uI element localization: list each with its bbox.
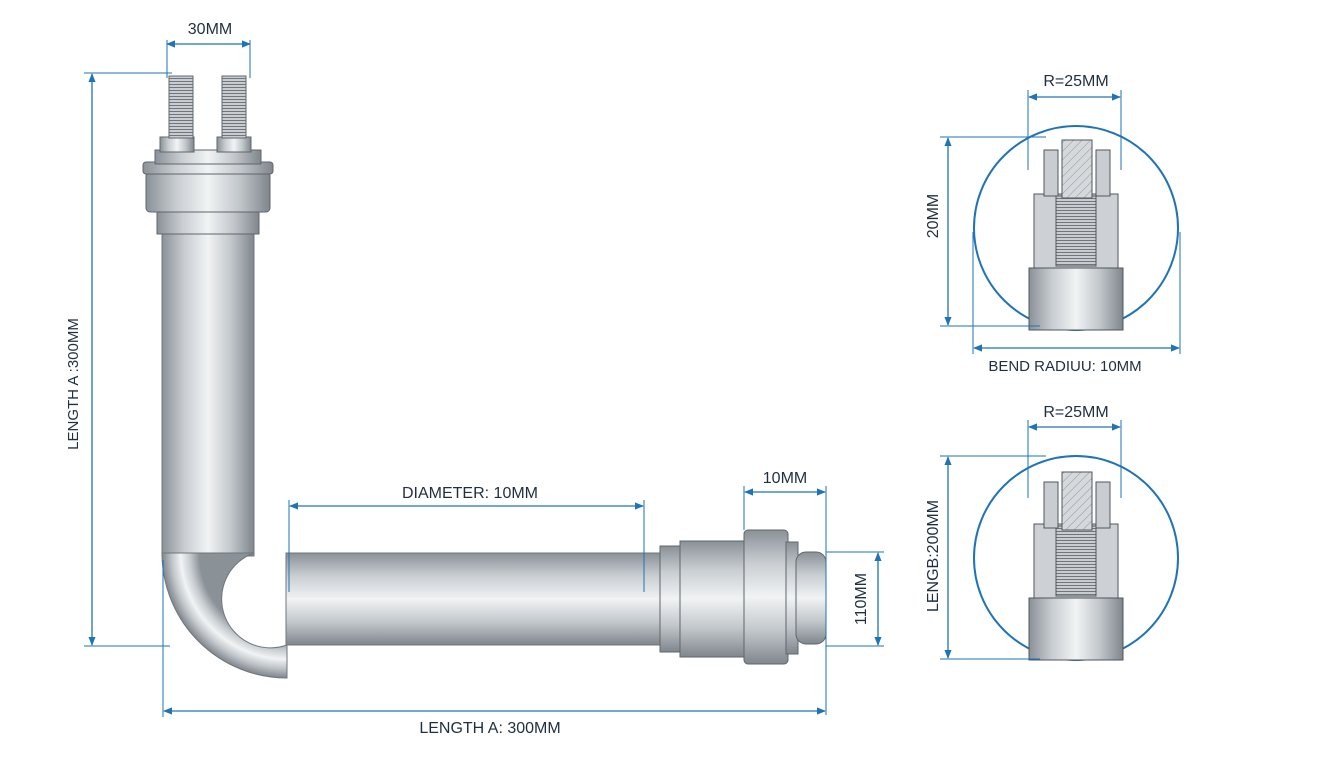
pipe-assembly [142, 75, 827, 679]
detail2-height-label: LENGB:200MM [925, 500, 942, 612]
dim-length-a-horizontal: LENGTH A: 300MM [419, 720, 560, 737]
pipe-bend [161, 552, 288, 679]
detail-view-2: R=25MM LENGB:200MM [925, 404, 1179, 661]
dim-fitting-height: 110MM [853, 573, 870, 625]
detail1-radius-label: R=25MM [1043, 73, 1108, 90]
end-fitting [659, 529, 827, 665]
main-dimensions: 30MM LENGTH A :300MM DIAMETER: 10MM 10MM… [65, 21, 884, 737]
threaded-stud-left [168, 75, 194, 139]
top-fitting [142, 75, 274, 235]
pipe-vertical-segment [161, 227, 255, 557]
pipe-horizontal-segment [285, 552, 663, 646]
threaded-stud-right [221, 75, 247, 139]
detail1-height-label: 20MM [925, 194, 942, 238]
detail-view-1: R=25MM 20MM BEND RADIUU: 10MM [925, 73, 1181, 375]
nut-left [159, 136, 195, 153]
nut-right [216, 136, 252, 153]
detail1-caption: BEND RADIUU: 10MM [988, 358, 1141, 375]
dim-length-a-vertical: LENGTH A :300MM [65, 318, 82, 450]
detail2-radius-label: R=25MM [1043, 404, 1108, 421]
dim-diameter: DIAMETER: 10MM [402, 485, 538, 502]
dim-nut-width: 10MM [763, 470, 807, 487]
dim-stud-spacing: 30MM [188, 21, 232, 38]
